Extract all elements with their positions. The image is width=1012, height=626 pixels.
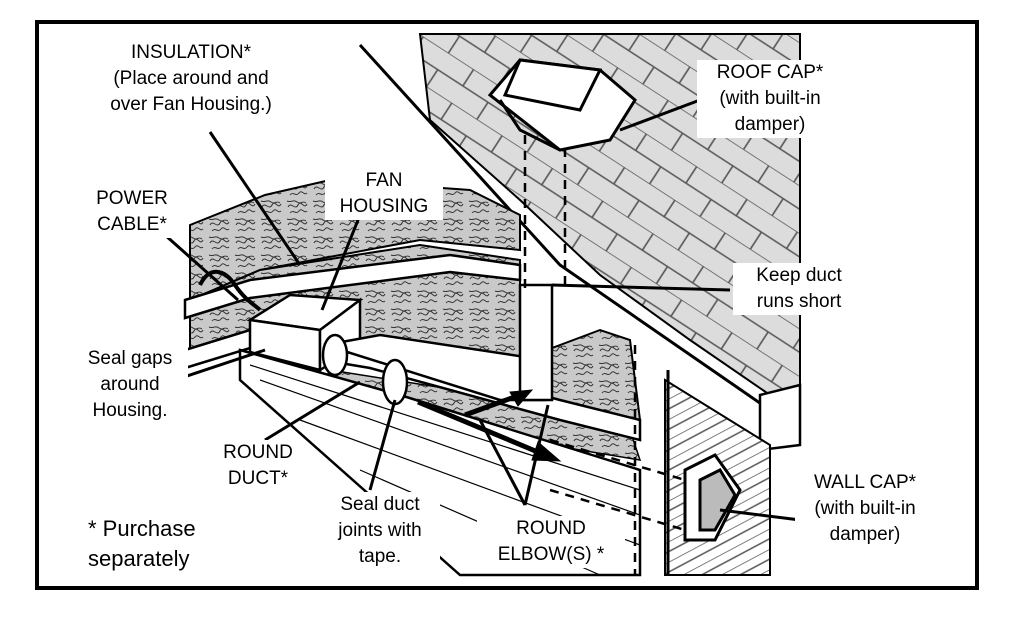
leader-lines <box>159 98 801 522</box>
diagram-frame <box>35 20 979 590</box>
dashed-duct-routes <box>523 135 686 575</box>
label-fan-housing: FAN HOUSING <box>325 168 443 220</box>
roof-fascia <box>758 383 802 452</box>
label-wall-cap: WALL CAP* (with built-in damper) <box>795 470 935 548</box>
label-power-cable: POWER CABLE* <box>84 186 180 238</box>
label-seal-gaps: Seal gaps around Housing. <box>72 346 188 424</box>
label-round-elbow: ROUND ELBOW(S) * <box>477 516 625 568</box>
label-seal-joints: Seal duct joints with tape. <box>320 492 440 570</box>
label-insulation: INSULATION* (Place around and over Fan H… <box>84 40 298 118</box>
label-round-duct: ROUND DUCT* <box>210 440 306 492</box>
purchase-separately-note: * Purchase separately <box>88 514 228 574</box>
round-duct <box>321 283 554 406</box>
label-roof-cap: ROOF CAP* (with built-in damper) <box>697 60 843 138</box>
label-keep-duct-short: Keep duct runs short <box>733 263 865 315</box>
roof-cap <box>487 58 637 152</box>
wall-cap <box>683 453 742 542</box>
